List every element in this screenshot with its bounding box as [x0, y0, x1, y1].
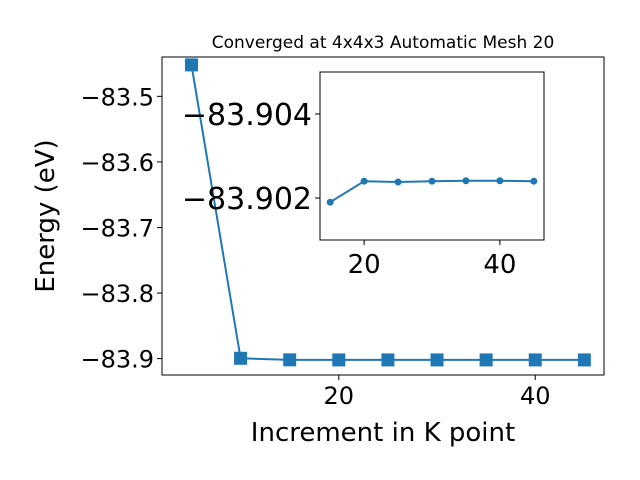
inset-plot-frame: [319, 71, 545, 241]
data-point: [234, 351, 248, 365]
data-point: [184, 58, 198, 72]
inset-series: [326, 177, 538, 206]
data-point: [394, 178, 402, 186]
y-tick-label: −83.7: [80, 214, 154, 242]
x-tick-label: 20: [324, 382, 355, 410]
x-tick-label: 20: [348, 250, 381, 280]
x-axis-label: Increment in K point: [251, 418, 515, 448]
main-series: [184, 58, 591, 367]
x-tick-label: 40: [483, 250, 516, 280]
inset-y-ticks: −83.904 −83.902: [182, 98, 320, 217]
y-tick-label: −83.5: [80, 83, 154, 111]
data-point: [381, 353, 395, 367]
y-tick-label: −83.9: [80, 346, 154, 374]
data-point: [462, 177, 470, 185]
data-point: [528, 353, 542, 367]
main-y-ticks: −83.5 −83.6 −83.7 −83.8 −83.9: [80, 83, 162, 374]
data-point: [283, 353, 297, 367]
data-point: [428, 177, 436, 185]
y-tick-label: −83.8: [80, 280, 154, 308]
data-point: [496, 177, 504, 185]
data-point: [530, 177, 538, 185]
y-axis-label: Energy (eV): [31, 139, 61, 292]
main-plot-frame: [161, 56, 605, 376]
y-tick-label: −83.902: [182, 182, 312, 217]
x-tick-label: 40: [520, 382, 551, 410]
data-point: [332, 353, 346, 367]
y-tick-label: −83.6: [80, 149, 154, 177]
main-plot: Converged at 4x4x3 Automatic Mesh 20 Inc…: [31, 33, 605, 448]
y-tick-label: −83.904: [182, 98, 312, 133]
data-point: [326, 198, 334, 206]
data-point: [479, 353, 493, 367]
data-point: [360, 177, 368, 185]
chart-title: Converged at 4x4x3 Automatic Mesh 20: [212, 33, 555, 53]
data-point: [577, 353, 591, 367]
data-point: [430, 353, 444, 367]
